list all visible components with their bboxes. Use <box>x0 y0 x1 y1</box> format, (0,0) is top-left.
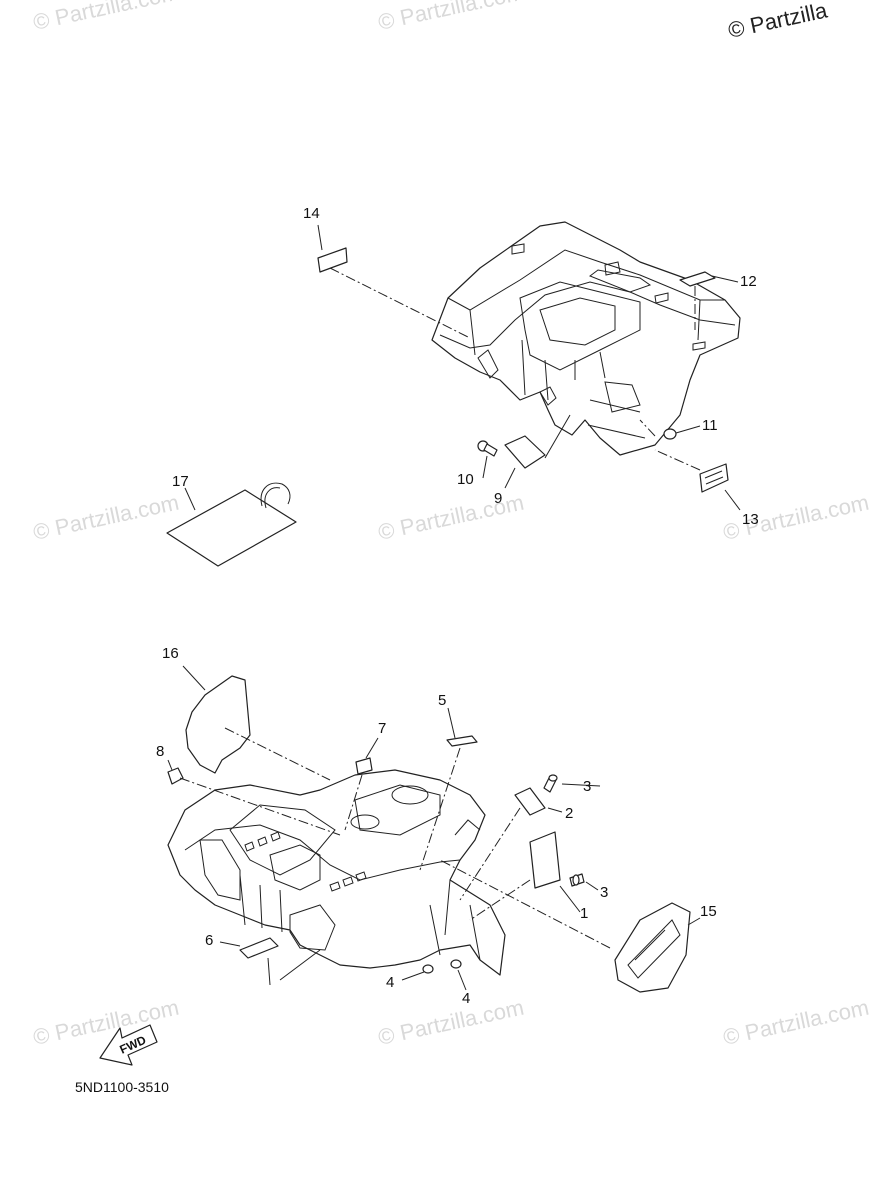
watermark: © Partzilla.com <box>31 995 181 1050</box>
callout-4: 4 <box>462 990 470 1007</box>
part-2-plate <box>514 787 546 816</box>
part-8-grommet <box>167 767 184 785</box>
part-14-label <box>317 247 348 273</box>
part-5-label <box>446 735 478 747</box>
part-4-grommet <box>422 964 434 974</box>
callout-3: 3 <box>583 778 591 795</box>
part-15-mud-flap <box>614 902 691 993</box>
callout-10: 10 <box>457 471 474 488</box>
callout-17: 17 <box>172 473 189 490</box>
watermark: © Partzilla.com <box>31 0 181 35</box>
part-6-label <box>239 937 279 959</box>
part-16-cover <box>185 675 251 774</box>
callout-8: 8 <box>156 743 164 760</box>
callout-13: 13 <box>742 511 759 528</box>
part-11-grommet <box>663 428 677 440</box>
watermark: © Partzilla.com <box>376 490 526 545</box>
callout-6: 6 <box>205 932 213 949</box>
front-fender <box>167 769 506 976</box>
part-1-plate <box>529 831 561 889</box>
callout-9: 9 <box>494 490 502 507</box>
callout-11: 11 <box>702 417 718 434</box>
part-13-emblem <box>699 463 729 493</box>
watermark: © Partzilla.com <box>376 0 526 35</box>
callout-16: 16 <box>162 645 179 662</box>
part-9-plate <box>504 435 546 469</box>
callout-15: 15 <box>700 903 717 920</box>
callout-5: 5 <box>438 692 446 709</box>
callout-14: 14 <box>303 205 320 222</box>
callout-2: 2 <box>565 805 573 822</box>
callout-1: 1 <box>580 905 588 922</box>
watermark: © Partzilla.com <box>31 490 181 545</box>
callout-12: 12 <box>740 273 757 290</box>
leaders-top <box>184 224 741 511</box>
part-4-grommet <box>450 959 462 969</box>
part-12-label <box>679 271 716 287</box>
watermark: © Partzilla.com <box>721 995 869 1050</box>
rear-fender <box>431 221 741 456</box>
copyright-notice: © Partzilla <box>726 0 830 43</box>
leaders-bottom <box>167 665 701 991</box>
part-7-label <box>355 757 373 775</box>
part-3-bolt <box>543 774 585 887</box>
part-10-bolt <box>477 440 498 457</box>
part-17-manual <box>166 482 297 567</box>
diagram-code: 5ND1100-3510 <box>75 1079 169 1095</box>
watermark: © Partzilla.com <box>376 995 526 1050</box>
callout-7: 7 <box>378 720 386 737</box>
fwd-arrow-icon: FWD <box>99 1024 158 1066</box>
callout-3: 3 <box>600 884 608 901</box>
callouts: 1 2 3 3 4 4 5 6 7 8 9 10 11 12 13 14 15 … <box>156 205 759 1007</box>
callout-4: 4 <box>386 974 394 991</box>
